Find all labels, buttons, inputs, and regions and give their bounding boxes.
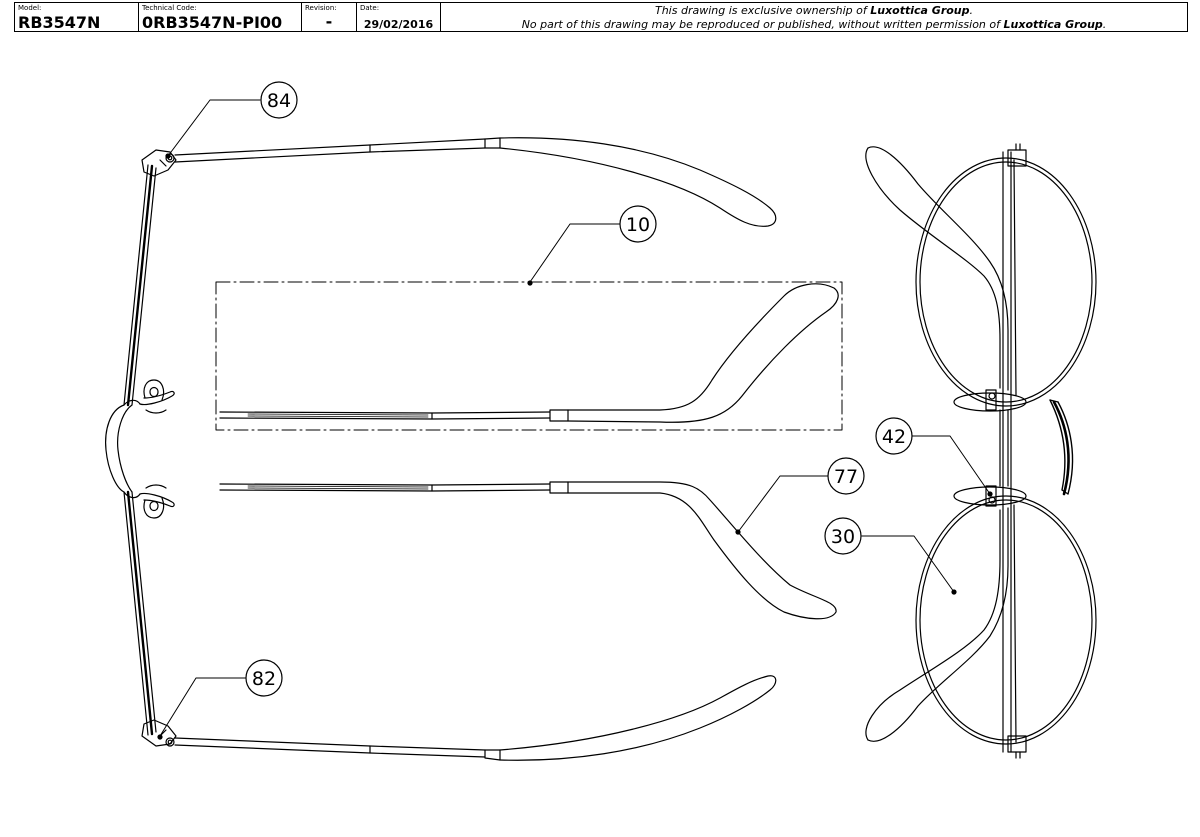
technical-code-cell: Technical Code: 0RB3547N-PI00: [139, 3, 302, 32]
date-cell: Date: 29/02/2016: [357, 3, 441, 31]
temple-top: [174, 137, 777, 227]
notice-line-2-company: Luxottica Group: [1003, 18, 1103, 31]
notice-line-1: This drawing is exclusive ownership of L…: [441, 4, 1187, 18]
notice-line-2: No part of this drawing may be reproduce…: [441, 18, 1187, 32]
ownership-notice-cell: This drawing is exclusive ownership of L…: [441, 3, 1187, 31]
callout-77-label: 77: [834, 466, 858, 488]
callout-84-label: 84: [267, 90, 291, 112]
notice-line-1-end: .: [969, 4, 974, 17]
revision-value: -: [325, 12, 333, 31]
top-view-front: [105, 164, 157, 736]
model-label: Model:: [18, 4, 42, 12]
model-value: RB3547N: [18, 13, 101, 32]
callout-84: 84: [165, 81, 298, 159]
ownership-notice: This drawing is exclusive ownership of L…: [441, 3, 1187, 32]
callout-30: 30: [824, 517, 957, 595]
nose-pad-bottom: [139, 484, 175, 519]
front-view: [865, 143, 1097, 759]
callout-42: 42: [875, 417, 993, 497]
nose-pad-side: [953, 389, 1027, 507]
callout-77: 77: [735, 457, 865, 535]
notice-line-1-text: This drawing is exclusive ownership of: [654, 4, 871, 17]
nose-pad-top: [139, 379, 175, 414]
callout-82-label: 82: [252, 668, 276, 690]
technical-code-label: Technical Code:: [142, 4, 197, 12]
callout-10-label: 10: [626, 214, 650, 236]
date-value: 29/02/2016: [363, 18, 434, 31]
temple-bottom: [174, 675, 777, 761]
temple-detail-frame: [215, 281, 843, 431]
notice-line-2-text: No part of this drawing may be reproduce…: [521, 18, 1004, 31]
date-label: Date:: [360, 4, 380, 12]
callout-82: 82: [157, 659, 283, 740]
model-cell: Model: RB3547N: [15, 3, 139, 32]
temple-detail: [219, 283, 839, 423]
title-block: Model: RB3547N Technical Code: 0RB3547N-…: [14, 2, 1188, 32]
temple-tip: [219, 481, 837, 620]
revision-cell: Revision: -: [302, 3, 357, 31]
bridge-side: [1049, 399, 1074, 496]
notice-line-1-company: Luxottica Group: [870, 4, 970, 17]
notice-line-2-end: .: [1102, 18, 1107, 31]
callout-30-label: 30: [831, 526, 855, 548]
callout-42-label: 42: [882, 426, 906, 448]
revision-label: Revision:: [305, 4, 337, 12]
hinge-top: [141, 149, 177, 177]
callout-10: 10: [527, 205, 657, 286]
technical-code-value: 0RB3547N-PI00: [142, 13, 283, 32]
